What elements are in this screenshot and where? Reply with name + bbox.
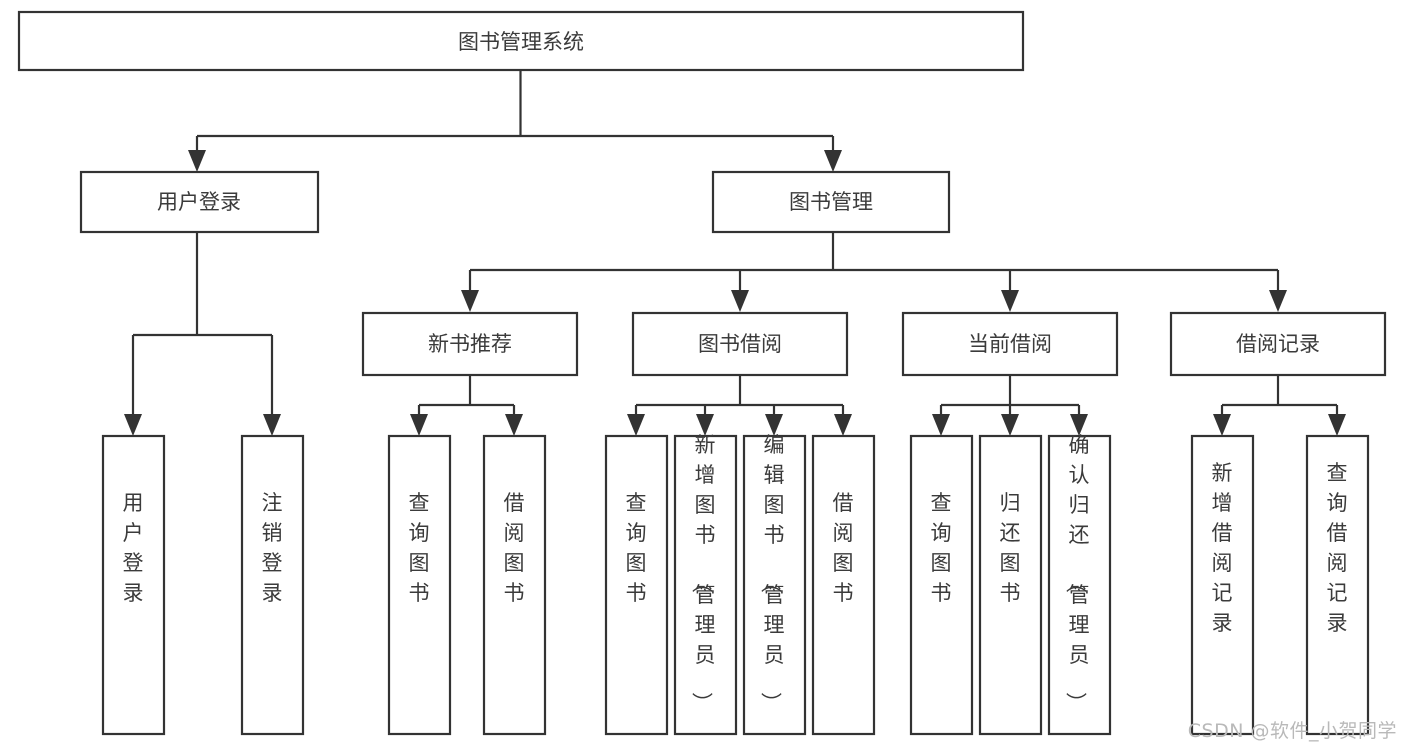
leaf-borrow-book-1[interactable]: 借阅图书 — [482, 434, 547, 736]
node-new-book-recommend[interactable]: 新书推荐 — [361, 311, 579, 377]
node-new-book-recommend-label: 新书推荐 — [428, 332, 512, 356]
arrow-head-leaf-edit-book — [765, 414, 783, 436]
leaf-return-book[interactable]: 归还图书 — [978, 434, 1043, 736]
node-borrow-record-box[interactable] — [1169, 311, 1387, 377]
leaf-query-book-3[interactable]: 查询图书 — [909, 434, 974, 736]
connector-layer — [124, 70, 1346, 436]
arrow-head-leaf-borrow-book-2 — [834, 414, 852, 436]
leaf-query-book-2[interactable]: 查询图书 — [604, 434, 669, 736]
leaf-return-book-label: 归还图书 — [1000, 491, 1021, 605]
node-user-login[interactable]: 用户登录 — [79, 170, 320, 234]
leaf-query-record-box[interactable] — [1305, 434, 1370, 736]
arrow-head-book-borrow — [731, 290, 749, 312]
leaf-logout-login-label: 注销登录 — [262, 491, 283, 605]
node-root[interactable]: 图书管理系统 — [17, 10, 1025, 72]
leaf-borrow-book-1-label: 借阅图书 — [504, 491, 525, 605]
leaf-confirm-return-box[interactable] — [1047, 434, 1112, 736]
node-current-borrow[interactable]: 当前借阅 — [901, 311, 1119, 377]
arrow-head-leaf-add-record — [1213, 414, 1231, 436]
arrow-head-new-book-recommend — [461, 290, 479, 312]
node-book-borrow-label: 图书借阅 — [698, 332, 782, 356]
leaf-user-login-box[interactable] — [101, 434, 166, 736]
node-new-book-recommend-box[interactable] — [361, 311, 579, 377]
node-borrow-record-label: 借阅记录 — [1236, 332, 1320, 356]
leaf-add-record-label: 新增借阅记录 — [1212, 461, 1233, 635]
leaf-add-record[interactable]: 新增借阅记录 — [1190, 434, 1255, 736]
leaf-borrow-book-2-label: 借阅图书 — [833, 491, 854, 605]
arrow-head-leaf-confirm-return — [1070, 414, 1088, 436]
leaf-return-book-box[interactable] — [978, 434, 1043, 736]
arrow-head-borrow-record — [1269, 290, 1287, 312]
node-user-login-box[interactable] — [79, 170, 320, 234]
node-book-borrow-box[interactable] — [631, 311, 849, 377]
leaf-borrow-book-2[interactable]: 借阅图书 — [811, 434, 876, 736]
node-root-label: 图书管理系统 — [458, 30, 584, 54]
leaf-query-record-label: 查询借阅记录 — [1327, 461, 1348, 635]
node-root-box[interactable] — [17, 10, 1025, 72]
arrow-head-user-login — [188, 150, 206, 172]
arrow-head-leaf-return-book — [1001, 414, 1019, 436]
leaf-query-book-3-label: 查询图书 — [931, 491, 952, 605]
node-book-management-label: 图书管理 — [789, 190, 873, 214]
arrow-head-leaf-user-login — [124, 414, 142, 436]
arrow-head-leaf-logout-login — [263, 414, 281, 436]
arrow-head-book-management — [824, 150, 842, 172]
leaf-edit-book[interactable]: 编辑图书（管理员） — [742, 433, 807, 736]
node-book-borrow[interactable]: 图书借阅 — [631, 311, 849, 377]
leaf-edit-book-box[interactable] — [742, 434, 807, 736]
node-borrow-record[interactable]: 借阅记录 — [1169, 311, 1387, 377]
arrow-head-leaf-query-book-1 — [410, 414, 428, 436]
arrow-head-leaf-query-book-2 — [627, 414, 645, 436]
arrow-head-leaf-query-book-3 — [932, 414, 950, 436]
leaf-logout-login-box[interactable] — [240, 434, 305, 736]
node-user-login-label: 用户登录 — [157, 190, 241, 214]
leaf-query-book-1[interactable]: 查询图书 — [387, 434, 452, 736]
arrow-head-leaf-query-record — [1328, 414, 1346, 436]
arrow-head-leaf-add-book — [696, 414, 714, 436]
leaf-query-record[interactable]: 查询借阅记录 — [1305, 434, 1370, 736]
leaf-add-book-label: 新增图书（管理员） — [690, 433, 716, 713]
node-current-borrow-label: 当前借阅 — [968, 332, 1052, 356]
leaf-user-login-label: 用户登录 — [123, 491, 144, 605]
leaf-borrow-book-2-box[interactable] — [811, 434, 876, 736]
leaf-confirm-return-label: 确认归还（管理员） — [1064, 433, 1090, 713]
node-book-management[interactable]: 图书管理 — [711, 170, 951, 234]
leaf-add-record-box[interactable] — [1190, 434, 1255, 736]
leaf-user-login[interactable]: 用户登录 — [101, 434, 166, 736]
node-current-borrow-box[interactable] — [901, 311, 1119, 377]
leaf-query-book-1-box[interactable] — [387, 434, 452, 736]
leaf-query-book-3-box[interactable] — [909, 434, 974, 736]
leaf-borrow-book-1-box[interactable] — [482, 434, 547, 736]
leaf-query-book-2-box[interactable] — [604, 434, 669, 736]
node-book-management-box[interactable] — [711, 170, 951, 234]
arrow-head-leaf-borrow-book-1 — [505, 414, 523, 436]
leaf-edit-book-label: 编辑图书（管理员） — [759, 433, 785, 713]
leaf-add-book-box[interactable] — [673, 434, 738, 736]
leaf-query-book-1-label: 查询图书 — [409, 491, 430, 605]
arrow-head-current-borrow — [1001, 290, 1019, 312]
leaf-logout-login[interactable]: 注销登录 — [240, 434, 305, 736]
leaf-confirm-return[interactable]: 确认归还（管理员） — [1047, 433, 1112, 736]
leaf-query-book-2-label: 查询图书 — [626, 491, 647, 605]
leaf-add-book[interactable]: 新增图书（管理员） — [673, 433, 738, 736]
